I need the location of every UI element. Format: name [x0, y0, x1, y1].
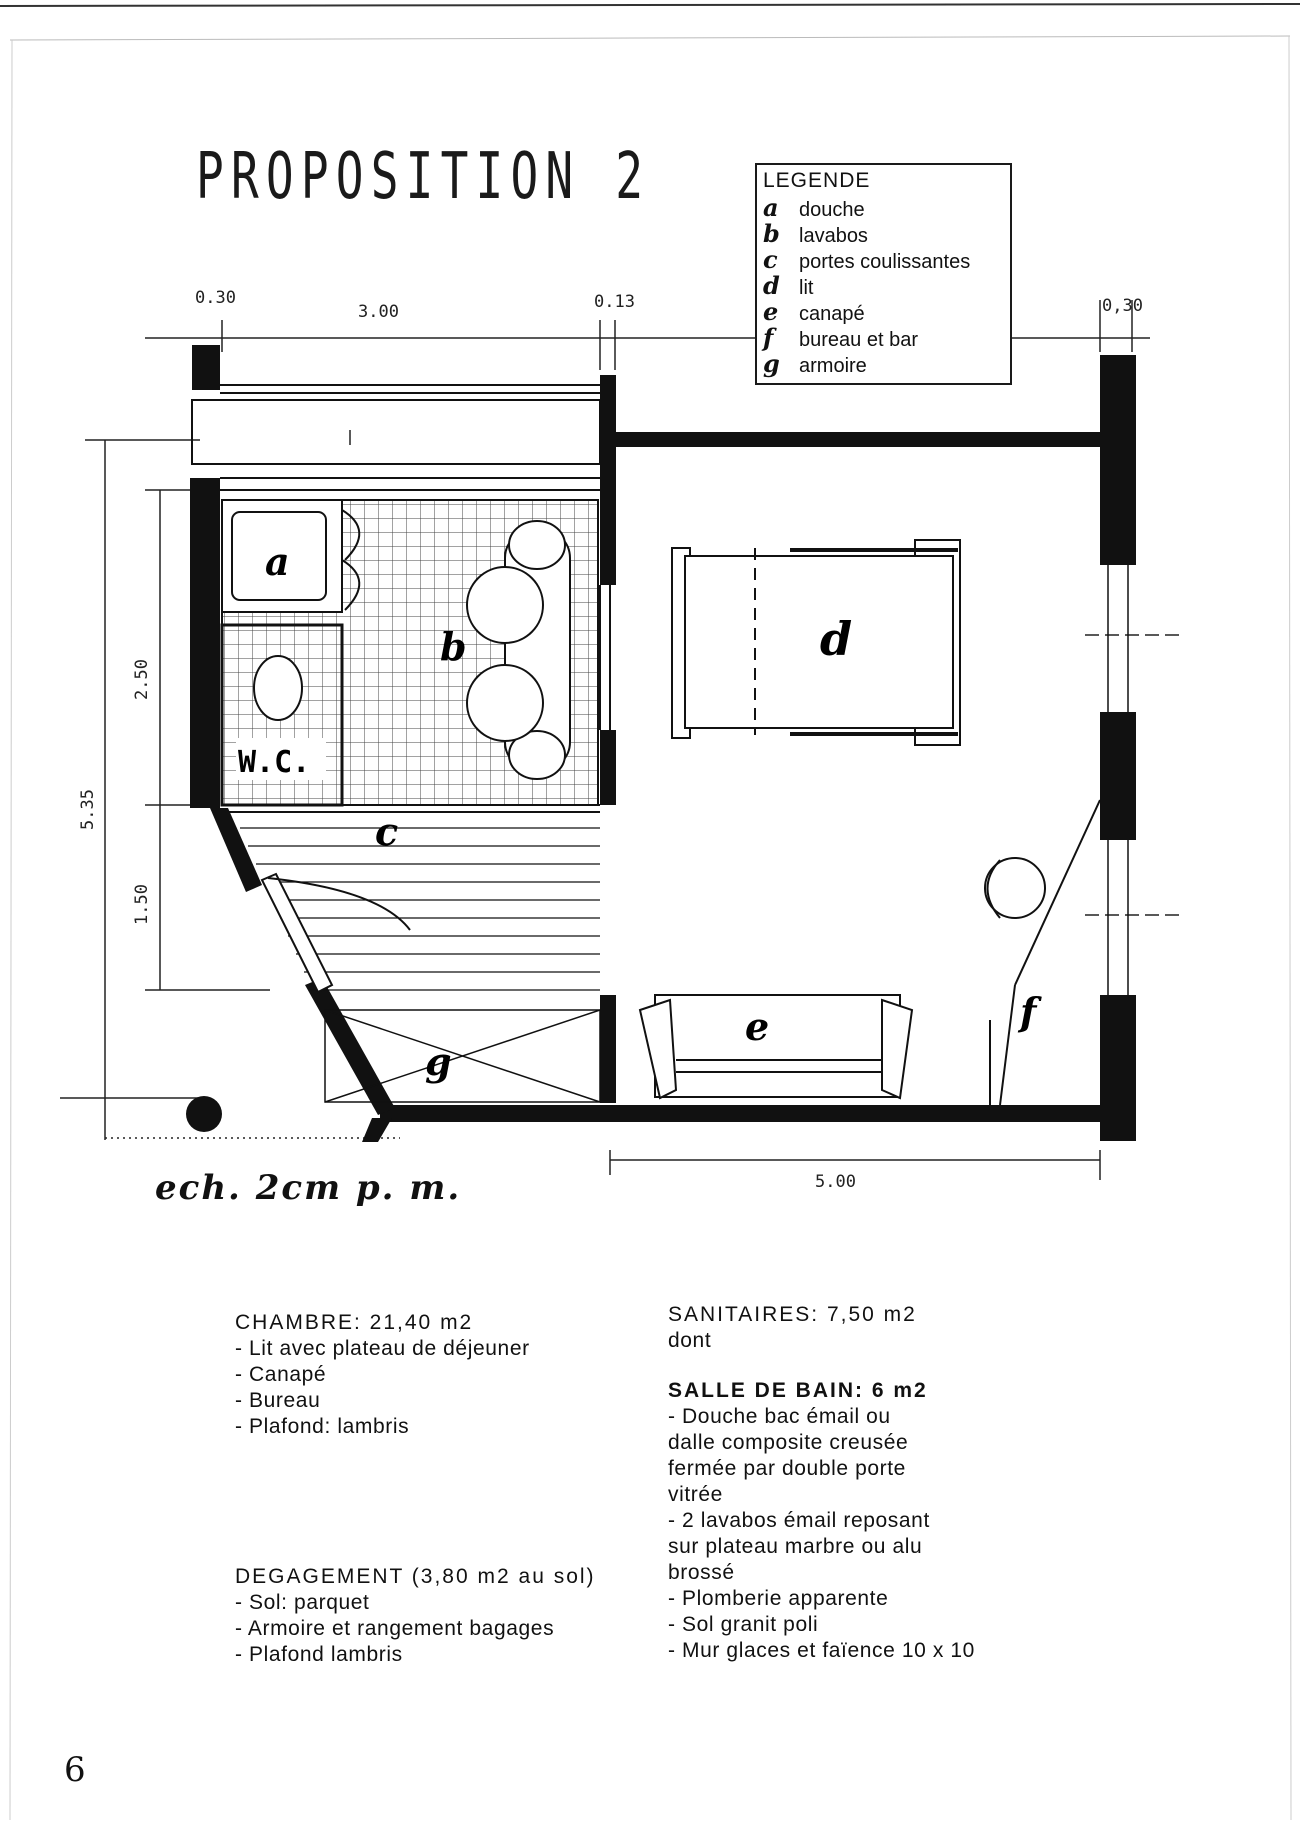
chambre-line: - Bureau [235, 1389, 321, 1412]
degagement-line: - Armoire et rangement bagages [235, 1617, 555, 1640]
legend-label: bureau et bar [799, 329, 918, 351]
legend-item: c portes coulissantes [763, 245, 1004, 274]
basin-counter [466, 520, 571, 780]
salle-de-bain-line: dalle composite creusée [668, 1431, 909, 1454]
wc-area [220, 623, 344, 807]
label-wc: W.C. [238, 745, 310, 780]
chambre-line: - Canapé [235, 1363, 327, 1386]
dim-wall-right: 0,30 [1102, 296, 1143, 316]
shower [221, 499, 361, 613]
degagement-heading: DEGAGEMENT (3,80 m2 au sol) [235, 1565, 596, 1588]
degagement-block: DEGAGEMENT (3,80 m2 au sol) - Sol: parqu… [235, 1564, 596, 1668]
legend-label: lavabos [799, 225, 868, 247]
scale-note: ech. 2cm p. m. [155, 1168, 462, 1208]
legend-key: c [763, 245, 778, 274]
dim-height-upper: 2.50 [132, 659, 152, 700]
salle-de-bain-heading: SALLE DE BAIN: 6 m2 [668, 1379, 928, 1402]
dim-width-bottom: 5.00 [815, 1172, 856, 1192]
degagement-line: - Plafond lambris [235, 1643, 403, 1666]
wardrobe [324, 1009, 601, 1103]
chambre-line: - Plafond: lambris [235, 1415, 410, 1438]
salle-de-bain-block: SALLE DE BAIN: 6 m2 - Douche bac émail o… [668, 1378, 975, 1664]
walls [190, 345, 1136, 1142]
drill-hole [186, 1096, 222, 1132]
chambre-line: - Lit avec plateau de déjeuner [235, 1337, 530, 1360]
sofa [638, 994, 914, 1100]
legend-key: d [763, 271, 780, 300]
legend-item: b lavabos [763, 219, 1004, 248]
salle-de-bain-line: brossé [668, 1561, 735, 1584]
corridor-parquet [240, 827, 600, 991]
salle-de-bain-line: fermée par double porte [668, 1457, 906, 1480]
label-wardrobe: g [425, 1039, 452, 1084]
floor-plan: a b c d e f g W.C. [60, 300, 1185, 1180]
dim-height-total: 5.35 [78, 789, 98, 830]
legend-item: g armoire [763, 349, 1004, 378]
dim-width-left: 3.00 [358, 302, 399, 322]
legend-title: LEGENDE [763, 169, 871, 192]
label-desk: f [1017, 989, 1042, 1034]
salle-de-bain-line: sur plateau marbre ou alu [668, 1535, 923, 1558]
sliding-door [222, 804, 600, 813]
legend-label: douche [799, 199, 865, 221]
salle-de-bain-line: - Douche bac émail ou [668, 1405, 891, 1428]
windows [1107, 565, 1129, 995]
label-basins: b [440, 624, 467, 669]
label-bed: d [820, 612, 852, 666]
legend-key: f [763, 323, 774, 352]
dim-height-lower: 1.50 [132, 884, 152, 925]
salle-de-bain-line: - Mur glaces et faïence 10 x 10 [668, 1639, 975, 1662]
legend-label: canapé [799, 303, 865, 325]
sanitaires-heading: SANITAIRES: 7,50 m2 [668, 1303, 917, 1326]
label-sliding-doors: c [375, 809, 398, 854]
salle-de-bain-line: - Plomberie apparente [668, 1587, 889, 1610]
page-title: PROPOSITION 2 [196, 140, 651, 214]
legend-key: g [763, 349, 780, 378]
page-number: 6 [64, 1750, 86, 1790]
legend-key: a [763, 193, 779, 222]
salle-de-bain-line: vitrée [668, 1483, 723, 1506]
salle-de-bain-line: - 2 lavabos émail reposant [668, 1509, 930, 1532]
label-shower: a [265, 539, 290, 584]
legend-label: lit [799, 277, 814, 299]
legend-key: b [763, 219, 780, 248]
salle-de-bain-line: - Sol granit poli [668, 1613, 819, 1636]
legend-item: d lit [763, 271, 1004, 300]
legend-label: armoire [799, 355, 867, 377]
bed [671, 539, 961, 746]
legend-item: f bureau et bar [763, 323, 1004, 352]
desk [984, 799, 1101, 1106]
entry-door [260, 872, 411, 994]
label-sofa: e [745, 1004, 769, 1049]
legend-key: e [763, 297, 779, 326]
dim-wall-left: 0.30 [195, 288, 236, 308]
dim-partition: 0.13 [594, 292, 635, 312]
sanitaires-sub: dont [668, 1329, 712, 1352]
chambre-heading: CHAMBRE: 21,40 m2 [235, 1311, 474, 1334]
degagement-line: - Sol: parquet [235, 1591, 370, 1614]
chambre-block: CHAMBRE: 21,40 m2 - Lit avec plateau de … [235, 1310, 530, 1440]
legend-label: portes coulissantes [799, 251, 971, 273]
sanitaires-block: SANITAIRES: 7,50 m2 dont [668, 1302, 917, 1354]
